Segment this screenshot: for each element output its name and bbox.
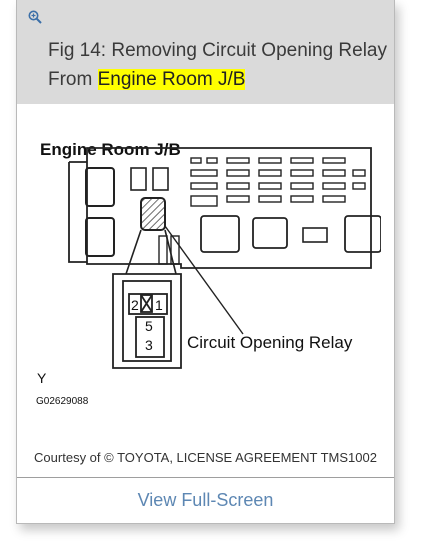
junction-block-outline — [86, 147, 372, 269]
relay-bottom-6 — [158, 235, 168, 265]
figure-code: G02629088 — [36, 396, 89, 407]
diagram-title: Engine Room J/B — [40, 140, 181, 159]
pin-5: 5 — [145, 318, 153, 334]
relay-bottom-2 — [252, 217, 288, 249]
view-full-screen-link[interactable]: View Full-Screen — [137, 490, 274, 510]
pin-1: 1 — [155, 297, 163, 313]
relay-bottom-1 — [200, 215, 240, 253]
zoom-in-icon[interactable] — [28, 10, 42, 24]
figure-card: Fig 14: Removing Circuit Opening Relay F… — [16, 0, 395, 524]
relay-label: Circuit Opening Relay — [187, 333, 353, 352]
corner-letter: Y — [37, 370, 47, 386]
leader-line-right — [164, 229, 177, 275]
relay-callout-line — [164, 225, 244, 335]
figure-caption: Fig 14: Removing Circuit Opening Relay F… — [48, 36, 388, 94]
small-relay-2 — [152, 167, 169, 191]
relay-diagram: Engine Room J/B — [36, 140, 381, 407]
caption-highlight: Engine Room J/B — [97, 69, 246, 90]
courtesy-text: Courtesy of © TOYOTA, LICENSE AGREEMENT … — [34, 450, 377, 465]
pin-3: 3 — [145, 337, 153, 353]
left-fuse-upper — [85, 167, 115, 207]
relay-bottom-5 — [170, 235, 180, 265]
left-fuse-lower — [85, 217, 115, 257]
relay-bottom-4 — [344, 215, 381, 253]
junction-block-left-step — [68, 161, 87, 263]
circuit-opening-relay-location — [140, 197, 166, 231]
relay-bottom-3 — [302, 227, 328, 243]
small-relay-1 — [130, 167, 147, 191]
caption-text: Fig 14: Removing Circuit Opening Relay F… — [48, 40, 387, 90]
mini-fuse-grid — [190, 157, 366, 207]
leader-line-left — [125, 229, 142, 275]
relay-socket-detail — [112, 273, 182, 369]
pin-2: 2 — [131, 297, 139, 313]
footer-divider — [17, 477, 394, 478]
caption-header: Fig 14: Removing Circuit Opening Relay F… — [17, 0, 394, 104]
